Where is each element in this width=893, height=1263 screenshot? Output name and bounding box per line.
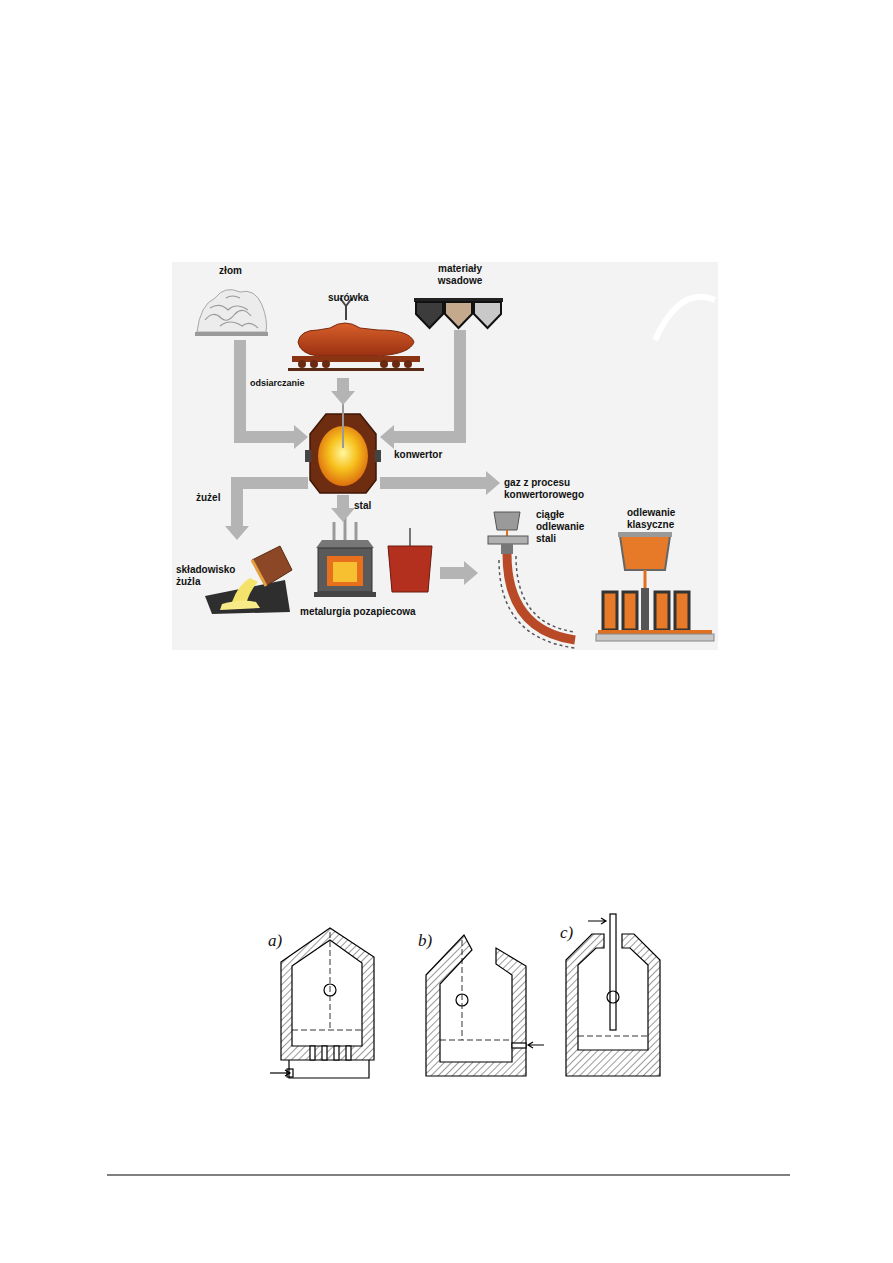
node-label: odlewanie klasyczne	[627, 507, 712, 531]
figure-letter: b)	[418, 932, 432, 950]
flow-arrow	[380, 471, 500, 495]
flow-arrow	[331, 378, 355, 405]
slag-dump	[205, 546, 292, 614]
secondary-metallurgy-node: metalurgia pozapiecowa	[298, 522, 440, 620]
node-label: metalurgia pozapiecowa	[300, 606, 438, 618]
flow-arrow	[380, 330, 460, 449]
continuous-casting-node: ciągłe odlewanie stali	[478, 505, 594, 645]
faint-arc	[655, 297, 715, 340]
arrow-head	[331, 508, 355, 522]
converter-a	[270, 928, 374, 1078]
node-label: surówka	[328, 292, 398, 304]
flow-band	[337, 378, 349, 392]
flow-arrow	[240, 340, 308, 449]
node-label: konwertor	[394, 449, 464, 461]
flow-band	[393, 330, 460, 437]
arrow-head	[331, 391, 355, 405]
slag-yard-node: składowisko żużla	[176, 540, 290, 614]
scrap-pile	[195, 290, 268, 336]
converter-node: konwertor	[308, 405, 380, 495]
flow-band	[440, 567, 465, 579]
node-label: materiały wsadowe	[430, 263, 490, 287]
figure-letter: a)	[268, 932, 282, 950]
flow-band	[337, 495, 349, 509]
note-label: odsiarczanie	[250, 377, 305, 389]
charge-materials-node: materiały wsadowe	[412, 263, 508, 330]
hoppers	[414, 298, 503, 328]
edge-label: żużel	[196, 492, 220, 504]
figure-letter: c)	[560, 924, 573, 942]
arrow-head	[464, 561, 478, 585]
flow-band	[240, 340, 295, 437]
arrow-head	[294, 425, 308, 449]
converter-c	[566, 914, 660, 1076]
continuous-caster	[488, 512, 575, 648]
ingot-casting	[596, 532, 714, 641]
torpedo-car	[288, 298, 424, 371]
converter	[305, 398, 381, 493]
ingot-casting-node: odlewanie klasyczne	[597, 505, 714, 645]
flow-arrow	[331, 495, 355, 522]
flow-arrow	[225, 483, 308, 540]
node-label: gaz z procesu konwertorowego	[504, 477, 624, 501]
flow-arrow	[440, 561, 478, 585]
gas-node: gaz z procesu konwertorowego	[500, 477, 628, 503]
edge-label: stal	[354, 500, 371, 512]
converter-b	[426, 935, 544, 1076]
flow-band	[380, 477, 487, 489]
flow-band	[237, 483, 308, 527]
arrow-head	[225, 526, 249, 540]
ladle-furnace	[314, 518, 432, 597]
node-label: złom	[193, 265, 268, 277]
node-label: składowisko żużla	[176, 564, 240, 588]
footer-rule	[107, 1175, 790, 1176]
arrow-head	[380, 425, 394, 449]
arrow-head	[486, 471, 500, 495]
node-label: ciągłe odlewanie stali	[536, 509, 592, 545]
scrap-node: złom	[193, 265, 270, 340]
hot-metal-node: surówka	[288, 292, 422, 378]
panel	[172, 262, 718, 650]
